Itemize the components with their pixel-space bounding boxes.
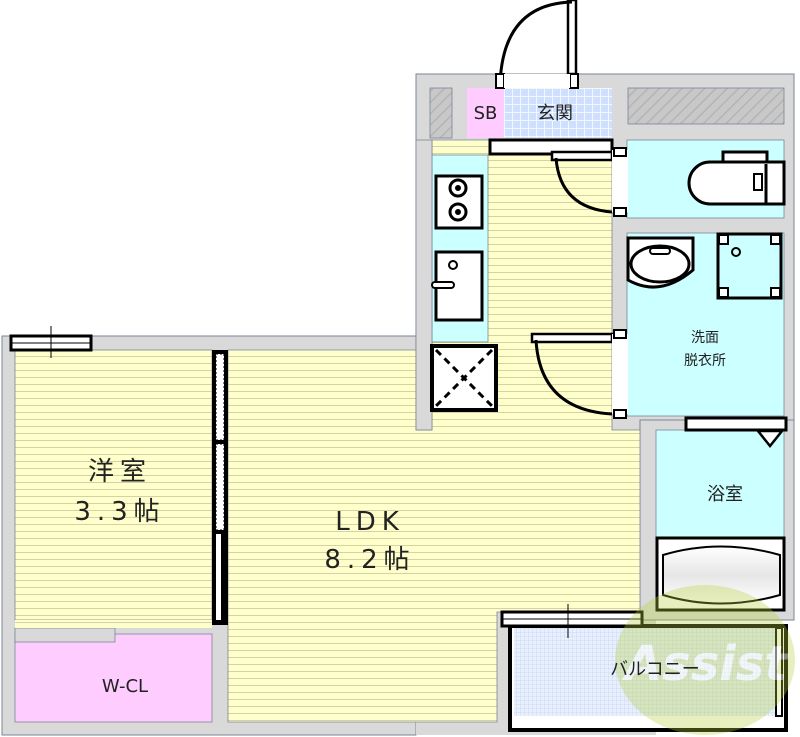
ldk-name: LDK (335, 507, 405, 537)
hatched-right (627, 87, 785, 125)
western-room-name: 洋室 (87, 457, 152, 487)
bathroom-label: 浴室 (707, 484, 743, 505)
closet-shelf (14, 627, 116, 643)
window-balcony-icon (500, 604, 644, 638)
assist-watermark-logo: Assist (615, 585, 795, 735)
walk-in-closet-floor (14, 633, 213, 723)
svg-text:Assist: Assist (621, 636, 789, 692)
wash-basin-icon (626, 236, 695, 289)
entrance-tile (504, 88, 612, 138)
bathtub-icon (655, 536, 786, 612)
washroom-label-line2: 脱衣所 (684, 353, 726, 369)
shoe-box-label: SB (473, 103, 498, 124)
walk-in-closet-label: W-CL (101, 676, 149, 697)
toilet-icon (687, 150, 786, 206)
toilet-door-icon (550, 147, 628, 217)
balcony-label: バルコニー (610, 659, 700, 680)
washroom-door-icon (530, 329, 628, 419)
ldk-size: 8.2帖 (324, 545, 416, 575)
washing-machine-space-icon (716, 232, 783, 300)
washroom-label-line1: 洗面 (691, 330, 719, 346)
western-room-floor (14, 349, 213, 621)
western-room-size: 3.3帖 (74, 497, 166, 527)
entrance-label: 玄関 (537, 103, 573, 124)
sliding-door-icon (212, 350, 228, 625)
entrance-door-icon (495, 0, 579, 89)
kitchen-sink-icon (431, 250, 484, 322)
window-western-room-icon (9, 326, 93, 358)
refrigerator-space-icon (430, 344, 498, 412)
shoe-box-area (467, 88, 504, 138)
stove-icon (434, 174, 484, 230)
bathroom-door-icon (684, 416, 788, 449)
hatched-left (429, 87, 453, 139)
